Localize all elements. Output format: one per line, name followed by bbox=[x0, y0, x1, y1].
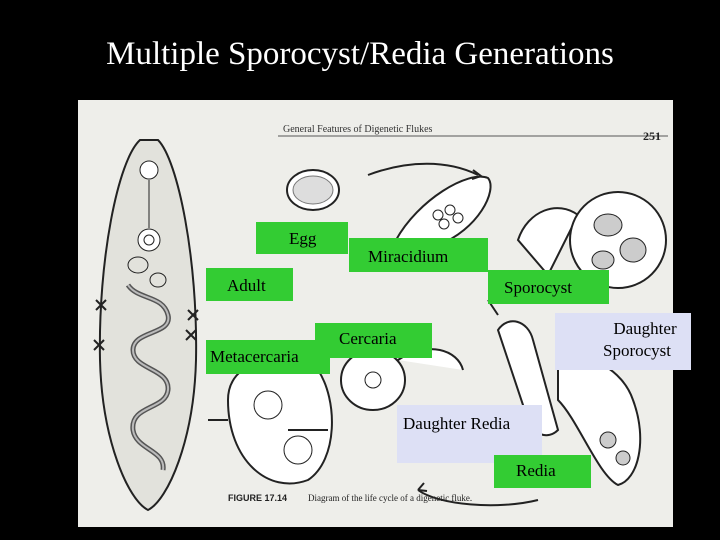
caption-label: FIGURE 17.14 bbox=[228, 493, 287, 503]
caption-text: Diagram of the life cycle of a digenetic… bbox=[308, 493, 472, 503]
label-metacercaria-text: Metacercaria bbox=[210, 347, 299, 366]
slide-title: Multiple Sporocyst/Redia Generations bbox=[106, 36, 614, 72]
label-miracidium: Miracidium bbox=[349, 238, 488, 272]
label-daughter-redia-text: Daughter Redia bbox=[403, 414, 511, 433]
label-daughter-sporocyst-line2: Sporocyst bbox=[603, 340, 671, 360]
label-daughter-redia: Daughter Redia bbox=[397, 405, 542, 463]
label-redia-text: Redia bbox=[516, 461, 556, 480]
label-cercaria: Cercaria bbox=[315, 323, 432, 358]
label-egg: Egg bbox=[256, 222, 348, 254]
label-cercaria-text: Cercaria bbox=[339, 329, 397, 348]
page-number: 251 bbox=[643, 129, 661, 143]
label-metacercaria: Metacercaria bbox=[206, 340, 330, 374]
label-sporocyst: Sporocyst bbox=[488, 270, 609, 304]
label-adult: Adult bbox=[206, 268, 293, 301]
label-adult-text: Adult bbox=[227, 276, 266, 295]
cercaria-drawing bbox=[340, 348, 464, 411]
cycle-arrows bbox=[208, 162, 539, 507]
metacercaria-drawing bbox=[226, 359, 333, 485]
label-redia: Redia bbox=[494, 455, 591, 488]
sporocyst-drawing bbox=[516, 191, 667, 289]
label-daughter-sporocyst: Daughter Sporocyst bbox=[555, 313, 691, 370]
page-header: General Features of Digenetic Flukes bbox=[283, 124, 433, 135]
miracidium-drawing bbox=[394, 175, 492, 247]
label-egg-text: Egg bbox=[289, 229, 317, 248]
adult-fluke bbox=[93, 139, 199, 512]
label-miracidium-text: Miracidium bbox=[368, 247, 449, 266]
label-sporocyst-text: Sporocyst bbox=[504, 278, 572, 297]
label-daughter-sporocyst-line1: Daughter bbox=[613, 319, 677, 338]
life-cycle-drawing: General Features of Digenetic Flukes 251 bbox=[93, 124, 668, 512]
